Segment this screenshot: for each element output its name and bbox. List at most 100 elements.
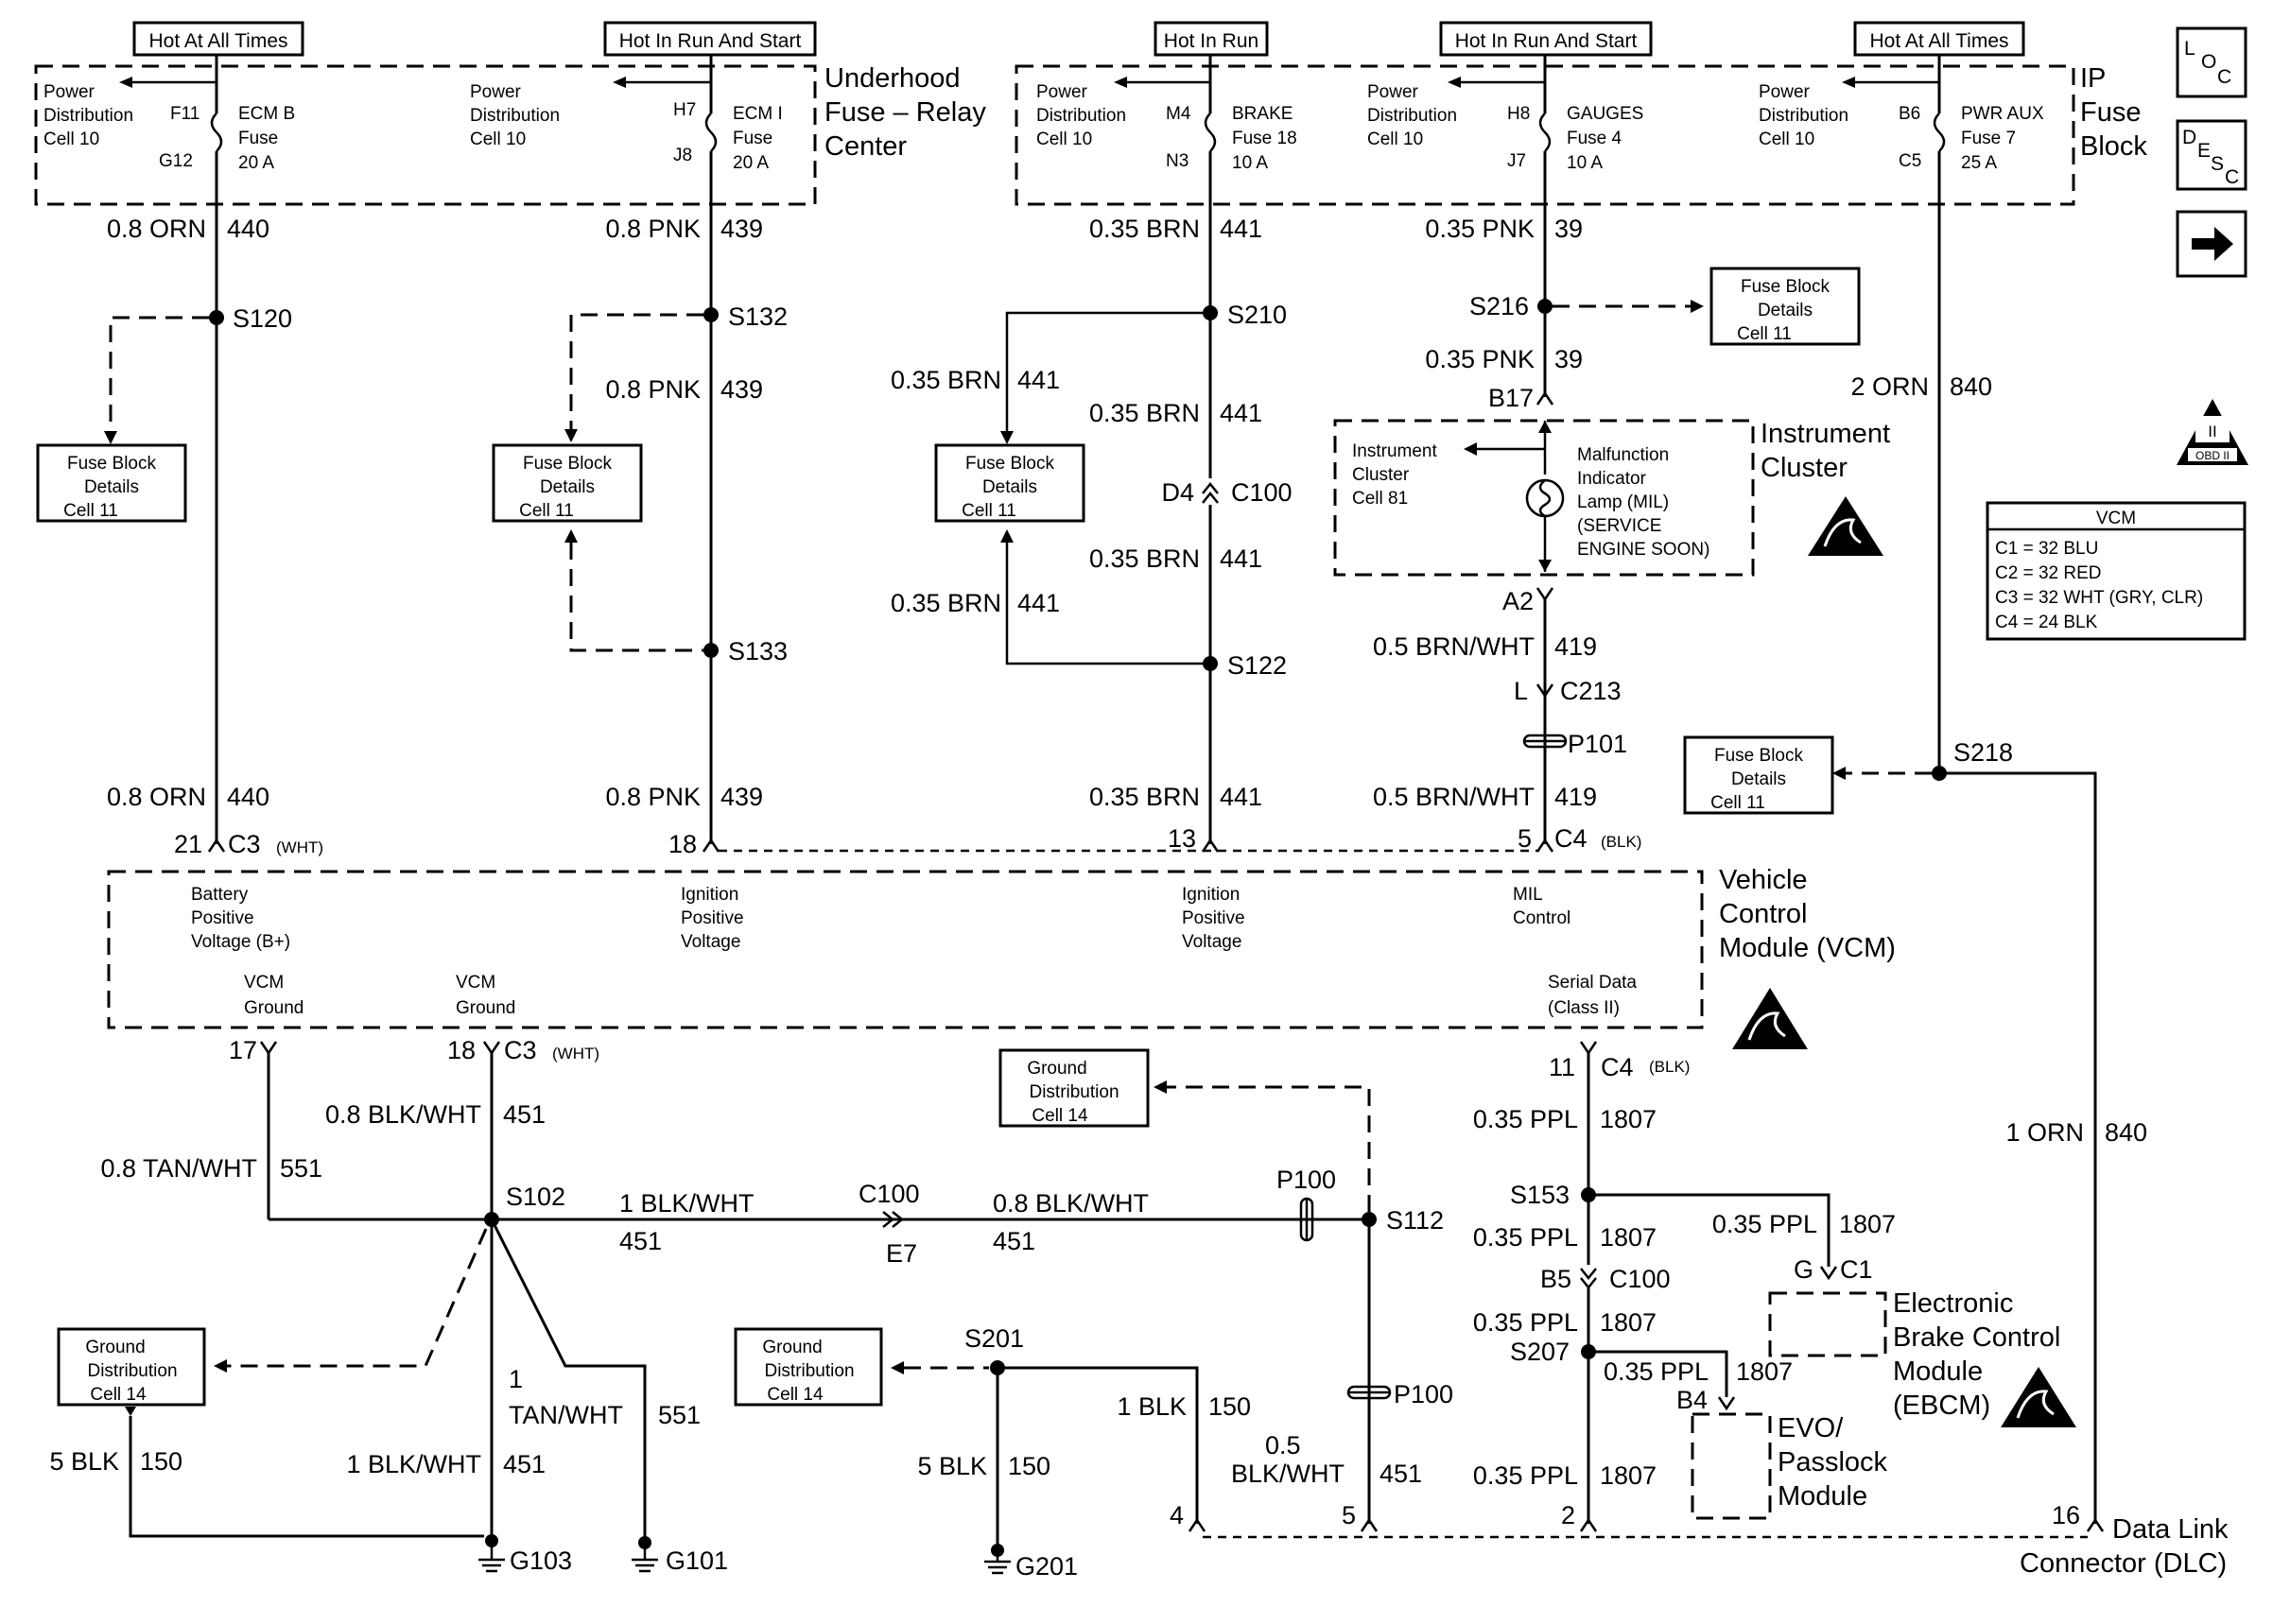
splice-s112: S112 [1386,1206,1444,1235]
gd1-l3: Cell 14 [90,1385,147,1405]
circuit-451-horizontal: 1 BLK/WHT 451 C100 E7 0.8 BLK/WHT 451 P1… [492,1048,1453,1524]
wire-441-n1: 441 [1220,215,1262,243]
dlc-title-1: Data Link [2112,1514,2229,1545]
fuse1-type: Fuse [238,129,278,148]
wire-441-l2: 0.35 BRN [891,366,1001,394]
pd2-l2: Distribution [470,106,560,126]
vcm-ipv1-l2: Positive [681,908,744,928]
evo-title-2: Passlock [1778,1447,1888,1477]
connector-b5: B5 [1540,1265,1571,1293]
loc-c: C [2217,66,2231,88]
ip-fuse-title-3: Block [2080,131,2147,162]
fuse-pwr-aux: B6 C5 PWR AUX Fuse 7 25 A [1899,66,2044,204]
wire-551-n1: 551 [280,1154,322,1183]
splice-s120: S120 [233,304,292,333]
vcm-c3-bottom-color: (WHT) [552,1045,599,1063]
fbd3-l2: Details [982,477,1037,497]
wire-451-h1-num: 451 [619,1227,662,1255]
circuit-1807: 11 C4 (BLK) 0.35 PPL 1807 S153 0.35 PPL … [1473,1041,1896,1524]
evo-title-3: Module [1778,1481,1867,1512]
vcm-ipv1-l3: Voltage [681,932,740,952]
wire-39-n1: 39 [1554,215,1583,243]
gd3-l3: Cell 14 [767,1385,824,1405]
vcm-c3-top: C3 [228,830,261,858]
dlc-pin-2: 2 [1561,1501,1575,1529]
connector-e7: E7 [886,1239,917,1268]
fbd1-l3: Cell 11 [63,501,118,521]
wire-840-l1: 2 ORN [1850,372,1929,401]
dlc-pin-4: 4 [1170,1501,1184,1529]
wire-441-n3: 441 [1220,399,1262,427]
vcm-gnd1-l2: Ground [244,998,304,1018]
vcm-pin-17: 17 [229,1036,257,1064]
wire-150-l1: 5 BLK [49,1447,119,1476]
loc-icon[interactable]: L O C [2176,26,2247,98]
fuse5-in: B6 [1899,104,1920,124]
vcm-title-1: Vehicle [1719,865,1808,895]
vcm-gnd2-l1: VCM [456,973,495,993]
gd3-l2: Distribution [764,1361,854,1381]
pd1-l2: Distribution [43,106,133,126]
vcm-c3-bottom: C3 [504,1036,537,1064]
fuse3-type: Fuse 18 [1232,129,1297,148]
pd3-l1: Power [1036,82,1088,102]
fbd4-l3: Cell 11 [1737,324,1792,344]
wire-1807-ebcm-label: 0.35 PPL [1712,1210,1817,1238]
fuse3-out: N3 [1166,151,1189,171]
wire-440-top-label: 0.8 ORN [107,215,206,243]
wire-441-n2: 441 [1017,366,1060,394]
wire-440-bot-label: 0.8 ORN [107,783,206,811]
ebcm-title-3: Module [1893,1356,1983,1387]
fuse1-name: ECM B [238,104,295,124]
wire-451-v-num: 451 [1379,1460,1422,1488]
connector-l: L [1514,677,1528,705]
gd2-l2: Distribution [1029,1082,1119,1102]
fbd1-l2: Details [84,477,139,497]
fuse1-in: F11 [170,104,200,124]
vcm-title-2: Control [1719,899,1808,929]
wire-1807-n2: 1807 [1600,1223,1657,1252]
wire-150-l2: 1 BLK [1117,1392,1187,1421]
fuse-gauges: H8 J7 GAUGES Fuse 4 10 A [1507,66,1643,204]
ic-left-l2: Cluster [1352,465,1410,485]
fuse3-amp: 10 A [1232,153,1268,173]
obd-ii-icon: II OBD II [2177,399,2248,465]
wire-551-l2a: 1 [509,1365,523,1393]
wire-1807-l1: 0.35 PPL [1473,1105,1578,1133]
splice-s112-dot [1362,1212,1377,1227]
wire-39-n2: 39 [1554,345,1583,373]
fuse-bus-lines [119,55,1941,88]
wire-451-h1-label: 1 BLK/WHT [619,1189,755,1218]
underhood-title-3: Center [824,131,907,162]
vcm-serial-l2: (Class II) [1548,998,1620,1018]
vcm-ipv2-l3: Voltage [1182,932,1241,952]
next-arrow-icon[interactable] [2176,210,2247,278]
fuse2-amp: 20 A [733,153,769,173]
fbd2-l1: Fuse Block [523,454,612,474]
wire-441-l1: 0.35 BRN [1089,215,1200,243]
underhood-title-2: Fuse – Relay [824,97,986,128]
label-hot-in-run: Hot In Run [1164,30,1258,52]
fuse2-in: H7 [673,100,696,120]
vcm-title-3: Module (VCM) [1719,933,1896,963]
connector-g: G [1794,1255,1813,1284]
vcm-c4-bottom: C4 [1601,1053,1634,1081]
g103-dot [485,1534,498,1547]
splice-s133-dot [703,643,719,658]
ip-fuse-block: IP Fuse Block [1015,63,2147,206]
wire-1807-l2: 0.35 PPL [1473,1223,1578,1252]
vcm-pin-13: 13 [1168,824,1196,853]
splice-s210: S210 [1227,301,1287,329]
wire-451-v-l1: 0.5 [1265,1431,1301,1460]
fuse4-amp: 10 A [1567,153,1603,173]
power-source-labels: Hot At All Times Hot In Run And Start Ho… [132,21,2025,57]
circuit-150-g201: Ground Distribution Cell 14 S201 1 BLK 1… [734,1324,1251,1581]
splice-s207: S207 [1510,1338,1570,1366]
splice-s132-dot [703,307,719,322]
ic-left-l3: Cell 81 [1352,489,1408,509]
pd5-l3: Cell 10 [1759,130,1814,149]
vcm-table-row-3: C3 = 32 WHT (GRY, CLR) [1995,588,2203,608]
wire-441-l3: 0.35 BRN [1089,399,1200,427]
desc-icon[interactable]: D E S C [2176,119,2247,191]
desc-c: C [2225,166,2239,188]
